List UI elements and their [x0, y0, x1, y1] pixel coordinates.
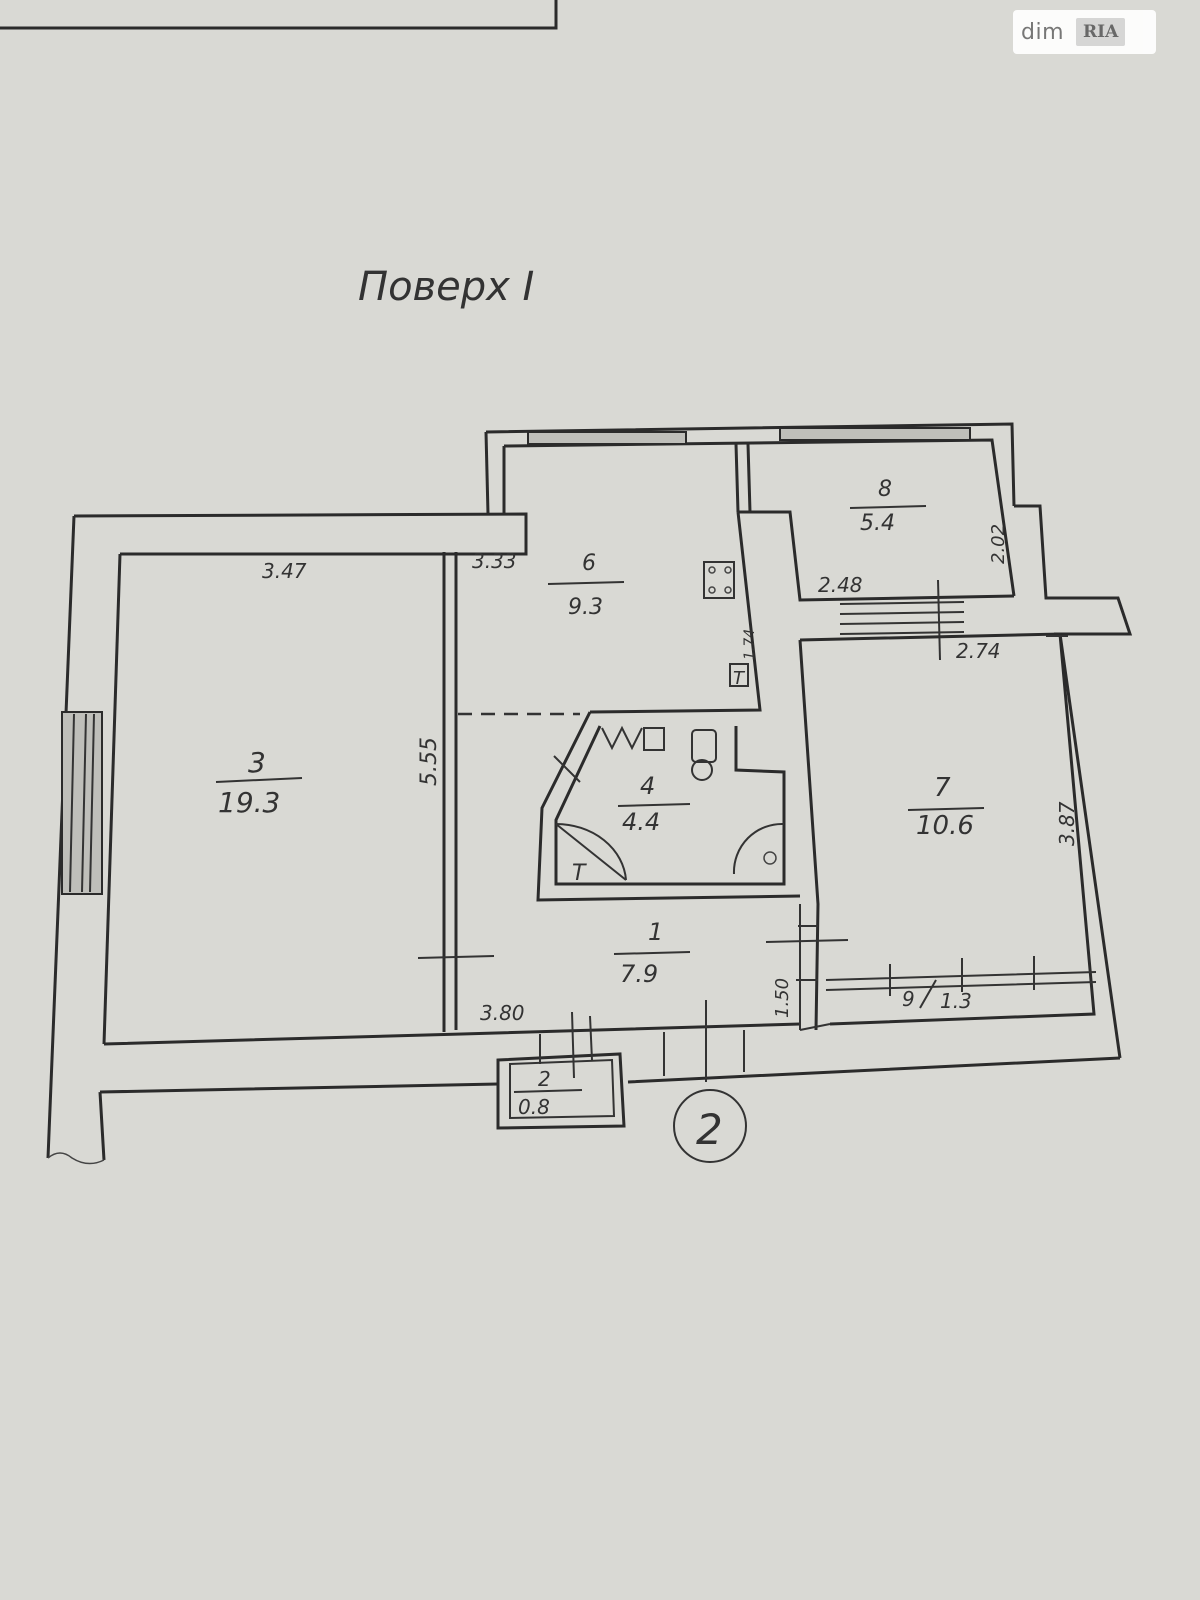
wall-room8-bottom [738, 510, 1015, 602]
entrance-marker: 2 [696, 1105, 723, 1154]
room-2-number: 2 [538, 1067, 551, 1091]
wall-top-kitchen [485, 422, 1016, 507]
shower-door-swing [555, 822, 627, 881]
wall-room7-left [798, 639, 820, 1031]
bath-vent-mark [601, 725, 643, 751]
wall-left-inner [102, 553, 122, 1045]
room9-label-slash [919, 979, 937, 1009]
wall-bath-inner [554, 725, 786, 886]
room-6-number: 6 [582, 551, 596, 576]
room-2-area: 0.8 [518, 1095, 550, 1119]
wall-room7-inner-right [829, 633, 1096, 1026]
dim-2-02: 2.02 [988, 524, 1009, 564]
wall-kitchen-left-stub [484, 431, 490, 515]
wall-bottom-outer [98, 1056, 1121, 1161]
room-8-fraction-line [849, 505, 927, 509]
bath-heater [643, 727, 665, 751]
wall-kitchen-bottom [589, 511, 762, 714]
entrance-door-ticks [571, 1011, 593, 1079]
dim-3-87: 3.87 [1055, 801, 1079, 846]
dim-3-80: 3.80 [480, 1001, 525, 1025]
room-3-area: 19.3 [218, 786, 280, 819]
room-9-number: 9 [902, 987, 915, 1011]
room-6-area: 9.3 [568, 595, 603, 620]
balcony-wall [1014, 504, 1133, 636]
room-7-area: 10.6 [916, 811, 974, 841]
sink-drain [763, 851, 777, 865]
bath-door-tick [553, 755, 581, 783]
dim-2-48: 2.48 [818, 573, 863, 597]
toilet [691, 759, 713, 781]
room-1-fraction-line [613, 951, 691, 955]
previous-drawing-border [0, 0, 558, 30]
wall-top-left [73, 512, 528, 556]
room-8-number: 8 [878, 477, 892, 502]
closet-outer [496, 1052, 626, 1130]
dim-3-47: 3.47 [262, 559, 307, 583]
watermark-logo: dim RIA [1013, 10, 1156, 54]
shower-diagonal [555, 823, 627, 881]
wall-room3-corridor [442, 552, 458, 1032]
watermark-brand: dim [1021, 19, 1065, 45]
dim-5-55: 5.55 [417, 737, 442, 786]
fixture-mark-bath: T [572, 861, 587, 886]
stairs-dim-tick [937, 579, 941, 661]
door-room3 [417, 955, 495, 959]
window-kitchen [527, 431, 687, 445]
room-4-number: 4 [640, 772, 655, 800]
washbasin [691, 729, 717, 763]
door-room7 [765, 939, 849, 943]
floor-title: Поверх I [358, 264, 534, 310]
room-7-number: 7 [934, 773, 951, 803]
wall-kitchen-room8 [734, 443, 752, 513]
closet-inner [509, 1058, 616, 1120]
entrance-jambs [539, 1030, 745, 1076]
kitchen-heater [729, 663, 749, 687]
wall-bottom-inner [103, 1022, 801, 1046]
dim-2-74: 2.74 [956, 639, 1001, 663]
dim-1-50: 1.50 [772, 978, 793, 1018]
wall-top-inner [503, 438, 1016, 597]
window-left-mullions [69, 713, 95, 893]
watermark-badge: RIA [1076, 18, 1126, 46]
entrance-marker-circle [673, 1089, 747, 1163]
room9-ticks [889, 956, 1035, 996]
wall-break-mark [47, 1152, 105, 1165]
room-3-fraction-line [215, 777, 303, 783]
stairs [839, 601, 965, 635]
room-6-fraction-line [547, 581, 625, 585]
sink-swing [732, 822, 785, 875]
room-1-number: 1 [648, 918, 663, 946]
dim-3-33: 3.33 [472, 549, 517, 573]
dim-1-74: 1.74 [742, 629, 758, 660]
room-2-fraction-line [513, 1089, 583, 1093]
fixture-mark-kitchen: T [733, 668, 746, 689]
room-4-area: 4.4 [622, 808, 660, 836]
room-9-area: 1.3 [940, 989, 972, 1013]
window-left [61, 711, 103, 895]
window-room-8 [779, 427, 971, 441]
wall-bath-outer [536, 711, 801, 902]
room-3-number: 3 [248, 746, 266, 779]
corridor-door-marks [796, 925, 818, 981]
room-8-area: 5.4 [860, 511, 895, 536]
room-1-area: 7.9 [620, 960, 658, 988]
room-7-fraction-line [907, 807, 985, 811]
stove [703, 561, 735, 599]
room-4-fraction-line [617, 803, 691, 807]
